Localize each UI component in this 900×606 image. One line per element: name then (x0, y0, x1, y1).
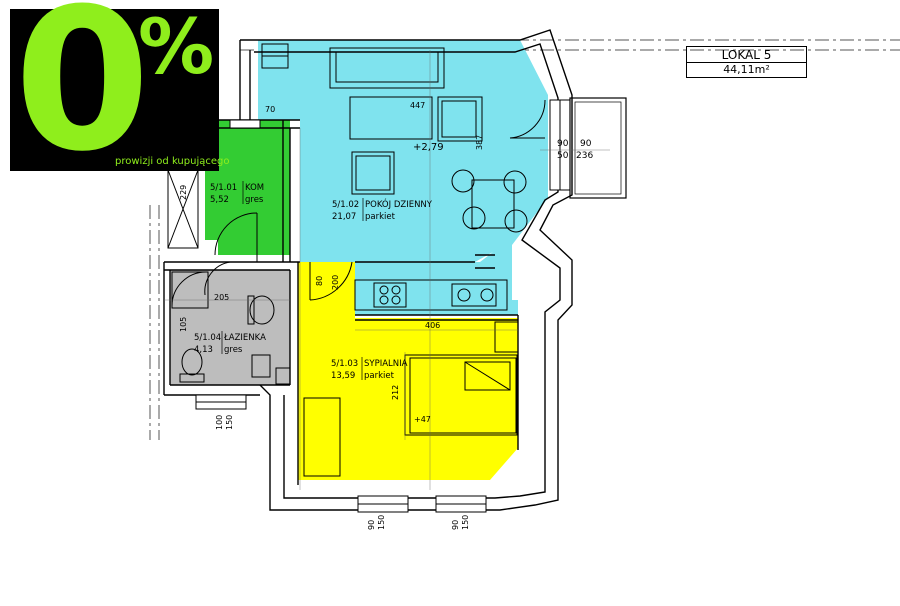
room-4-id: 5/1.04 (194, 333, 221, 343)
room-1-area: 5,52 (210, 195, 229, 205)
room-2-name: POKÓJ DZIENNY (365, 198, 433, 210)
window-b2-width: 90 (367, 520, 376, 530)
room-4-area: 4,13 (194, 345, 213, 355)
dim-200: 200 (331, 275, 340, 290)
room-3-id: 5/1.03 (331, 359, 358, 369)
room-1-floor: gres (245, 195, 264, 205)
room-4-floor: gres (224, 345, 243, 355)
promo-subtitle: prowizji od kupującego (115, 156, 230, 167)
promo-percent: % (138, 2, 215, 91)
room-2-area: 21,07 (332, 212, 356, 222)
living-furniture (261, 43, 528, 311)
dim-406: 406 (425, 321, 440, 330)
windows (195, 99, 571, 513)
balcony (569, 97, 627, 199)
room-labels: 5/1.01 KOM 5,52 gres 5/1.02 POKÓJ DZIENNY 21,0… (194, 181, 433, 381)
dim-447: 447 (410, 101, 425, 110)
dim-387: 387 (475, 135, 484, 150)
unit-title-divider (687, 62, 806, 63)
room-bedroom-fill (298, 262, 518, 480)
room-bathroom-fill (170, 270, 290, 385)
room-3-floor: parkiet (364, 371, 395, 381)
room-3-area: 13,59 (331, 371, 355, 381)
dim-90a: 90 (557, 139, 569, 149)
dim-229: 229 (179, 185, 188, 200)
guide-lines (164, 50, 610, 490)
dim-80: 80 (315, 276, 324, 286)
window-b3-width: 90 (451, 520, 460, 530)
bathroom-furniture (171, 271, 275, 383)
room-2-floor: parkiet (365, 212, 396, 222)
dim-50: 50 (557, 151, 569, 161)
unit-title-box: LOKAL 5 44,11m² (686, 46, 807, 78)
window-b2-height: 150 (377, 515, 386, 530)
dim-212: 212 (391, 385, 400, 400)
window-b3-height: 150 (461, 515, 470, 530)
doors (204, 99, 546, 385)
unit-name: LOKAL 5 (721, 48, 772, 62)
promo-zero: 0 (14, 0, 150, 195)
unit-area: 44,11m² (723, 63, 770, 76)
room-4-name: ŁAZIENKA (223, 333, 266, 343)
promo-badge: 0 % prowizji od kupującego (10, 0, 229, 179)
dim-105: 105 (179, 317, 188, 332)
dim-47: +47 (414, 415, 431, 424)
room-2-id: 5/1.02 (332, 200, 359, 210)
room-3-name: SYPIALNIA (364, 359, 408, 369)
dim-90b: 90 (580, 139, 592, 149)
window-b1-width: 100 (215, 415, 224, 430)
room-1-id: 5/1.01 (210, 183, 237, 193)
dim-205: 205 (214, 293, 229, 302)
storage-furniture (167, 169, 199, 249)
dim-70: 70 (265, 105, 275, 114)
dimension-labels: 70 447 387 +2,79 229 205 80 200 105 406 … (179, 101, 593, 530)
room-storage-fill (205, 120, 290, 255)
dim-236: 236 (576, 151, 593, 161)
window-b1-height: 150 (225, 415, 234, 430)
dim-279: +2,79 (413, 142, 444, 153)
room-1-name: KOM (245, 183, 264, 193)
